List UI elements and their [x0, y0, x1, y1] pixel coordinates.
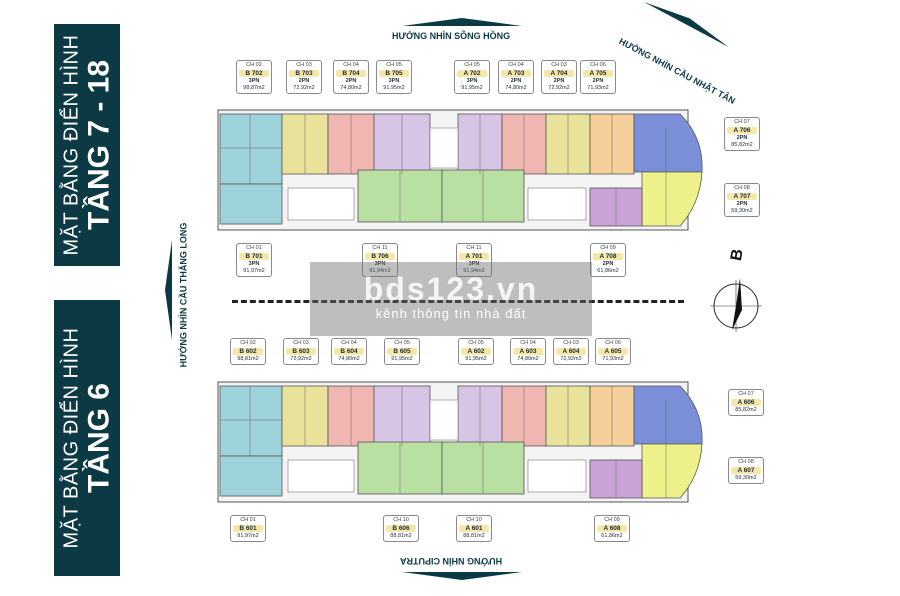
unit-b702: [219, 113, 283, 185]
compass-icon: [710, 278, 762, 332]
unit-b602: [219, 385, 283, 457]
unit-a606: [633, 385, 703, 445]
floor-plan-7-18: [217, 109, 703, 231]
panel-title: MẶT BẰNG ĐIỂN HÌNH: [60, 34, 82, 256]
watermark: bds123.vn kênh thông tin nhà đất: [310, 262, 592, 336]
compass-label: B: [727, 247, 747, 263]
unit-a607: [641, 443, 703, 499]
floor-divider: [232, 300, 684, 303]
south-arrow-icon: [402, 572, 522, 580]
panel-floor: TẦNG 6: [82, 383, 115, 494]
north-arrow-icon: [402, 18, 522, 26]
panel-title: MẶT BẰNG ĐIỂN HÌNH: [60, 327, 82, 549]
unit-b701: [219, 183, 283, 225]
direction-northeast: HƯỚNG NHÌN CẦU NHẬT TÂN: [617, 36, 737, 106]
watermark-tagline: kênh thông tin nhà đất: [375, 306, 527, 321]
west-arrow-icon: [165, 240, 172, 340]
floor-plan-6: [217, 381, 703, 503]
direction-north: HƯỚNG NHÌN SÔNG HỒNG: [392, 31, 511, 41]
direction-south: HƯỚNG NHÌN CIPUTRA: [400, 556, 503, 566]
northeast-arrow-icon: [643, 0, 733, 48]
unit-a707: [641, 171, 703, 227]
unit-b601: [219, 455, 283, 497]
direction-west: HƯỚNG NHÌN CẦU THĂNG LONG: [178, 222, 189, 368]
watermark-brand: bds123.vn: [363, 271, 539, 307]
panel-floor: TẦNG 7 - 18: [82, 59, 115, 231]
unit-a706: [633, 113, 703, 173]
